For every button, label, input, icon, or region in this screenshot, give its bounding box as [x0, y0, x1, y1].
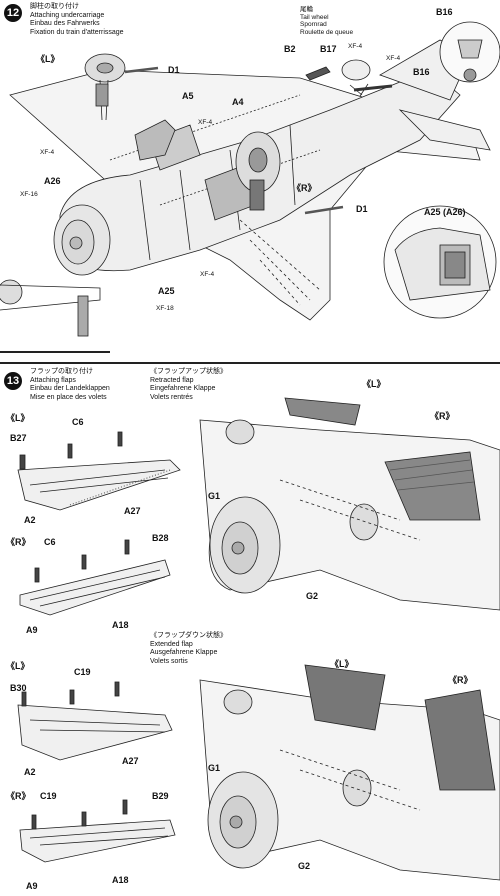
retracted-de: Eingefahrene Klappe	[150, 385, 216, 392]
flap-left-extended-parts	[17, 681, 173, 761]
label-a27-1: A27	[124, 506, 141, 516]
flap-right-extended-parts	[19, 799, 176, 863]
step-12-badge: 12	[4, 4, 22, 22]
label-a9-1: A9	[26, 625, 38, 635]
label-a18-1: A18	[112, 620, 129, 630]
label-xf4-d: XF-4	[386, 55, 401, 62]
tail-wheel-de: Spornrad	[300, 21, 327, 28]
label-a26: A26	[44, 176, 61, 186]
label-c6-2: C6	[44, 537, 56, 547]
landing-gear-left	[84, 53, 126, 121]
label-extended-l: 《L》	[330, 659, 354, 669]
label-right-gear: 《R》	[292, 183, 317, 193]
retracted-fr: Volets rentrés	[150, 393, 193, 401]
label-xf4-c: XF-4	[348, 43, 363, 50]
part-d1-top	[124, 66, 159, 74]
label-b16-top: B16	[436, 7, 453, 17]
extended-de: Ausgefahrene Klappe	[150, 649, 218, 656]
label-g1-b: G1	[208, 763, 221, 773]
label-a2-2: A2	[24, 767, 36, 777]
label-b17: B17	[320, 44, 337, 54]
label-a5: A5	[182, 91, 194, 101]
label-c6-1: C6	[72, 417, 84, 427]
step-12-title-jp: 脚柱の取り付け	[30, 3, 79, 10]
step-12-title-de: Einbau des Fahrwerks	[30, 20, 100, 27]
tail-wheel-fr: Roulette de queue	[300, 28, 354, 36]
label-a9-2: A9	[26, 881, 38, 891]
landing-gear-right	[235, 131, 281, 211]
label-xf4-b: XF-4	[40, 149, 55, 156]
extended-flap-title: 《フラップダウン状態》 Extended flap Ausgefahrene K…	[150, 632, 227, 666]
label-xf18: XF-18	[156, 305, 174, 312]
tail-wheel-jp: 尾輪	[300, 6, 313, 13]
label-retracted-r: 《R》	[430, 411, 455, 421]
label-d1-right: D1	[356, 204, 368, 214]
part-d1-right	[304, 205, 344, 215]
extended-en: Extended flap	[150, 640, 193, 648]
label-b29: B29	[152, 791, 169, 801]
retracted-flap-title: 《フラップアップ状態》 Retracted flap Eingefahrene …	[150, 368, 227, 402]
retracted-flap-view	[199, 397, 500, 611]
label-a4: A4	[232, 97, 244, 107]
label-d1-top: D1	[168, 65, 180, 75]
extended-flap-view	[199, 664, 500, 881]
label-a25: A25	[158, 286, 175, 296]
extended-jp: 《フラップダウン状態》	[150, 632, 227, 639]
label-l1: 《L》	[6, 413, 30, 423]
label-r2: 《R》	[6, 791, 31, 801]
label-extended-r: 《R》	[448, 675, 473, 685]
label-retracted-l: 《L》	[362, 379, 386, 389]
label-xf4-a: XF-4	[198, 119, 213, 126]
label-xf16: XF-16	[20, 191, 38, 198]
retracted-en: Retracted flap	[150, 376, 194, 384]
retracted-jp: 《フラップアップ状態》	[150, 368, 227, 375]
label-xf4-e: XF-4	[200, 271, 215, 278]
step-13-badge: 13	[4, 372, 22, 390]
label-b27: B27	[10, 433, 27, 443]
step-12-title: 脚柱の取り付け Attaching undercarriage Einbau d…	[30, 3, 124, 37]
tail-wheel-en: Tail wheel	[300, 13, 329, 21]
label-a18-2: A18	[112, 875, 129, 885]
label-left-gear: 《L》	[36, 54, 60, 64]
label-b28: B28	[152, 533, 169, 543]
step-13-title-fr: Mise en place des volets	[30, 393, 107, 401]
label-a25-a26: A25 (A26)	[424, 207, 466, 217]
flap-left-retracted-parts	[17, 431, 181, 511]
label-c19-2: C19	[40, 791, 57, 801]
label-a2-1: A2	[24, 515, 36, 525]
label-g2-a: G2	[306, 591, 319, 601]
step-13-title: フラップの取り付け Attaching flaps Einbau der Lan…	[30, 368, 110, 402]
flap-right-retracted-parts	[19, 539, 171, 616]
label-b2: B2	[284, 44, 296, 54]
step-13-title-jp: フラップの取り付け	[30, 368, 93, 375]
extended-fr: Volets sortis	[150, 657, 188, 665]
label-a27-2: A27	[122, 756, 139, 766]
step-12-title-fr: Fixation du train d'atterrissage	[30, 28, 124, 36]
tail-wheel-note: 尾輪 Tail wheel Spornrad Roulette de queue	[300, 6, 353, 36]
label-l2: 《L》	[6, 661, 30, 671]
label-b30: B30	[10, 683, 27, 693]
label-r1: 《R》	[6, 537, 31, 547]
step-13-title-de: Einbau der Landeklappen	[30, 385, 110, 392]
section-divider	[0, 362, 500, 364]
label-c19-1: C19	[74, 667, 91, 677]
left-detail-drawing	[0, 279, 110, 353]
label-g1-a: G1	[208, 491, 221, 501]
label-g2-b: G2	[298, 861, 311, 871]
gear-door-a5	[134, 119, 176, 161]
step-12-title-en: Attaching undercarriage	[30, 11, 105, 19]
step-13-title-en: Attaching flaps	[30, 376, 76, 384]
tail-wheel	[305, 59, 393, 97]
label-b16-mid: B16	[413, 67, 430, 77]
